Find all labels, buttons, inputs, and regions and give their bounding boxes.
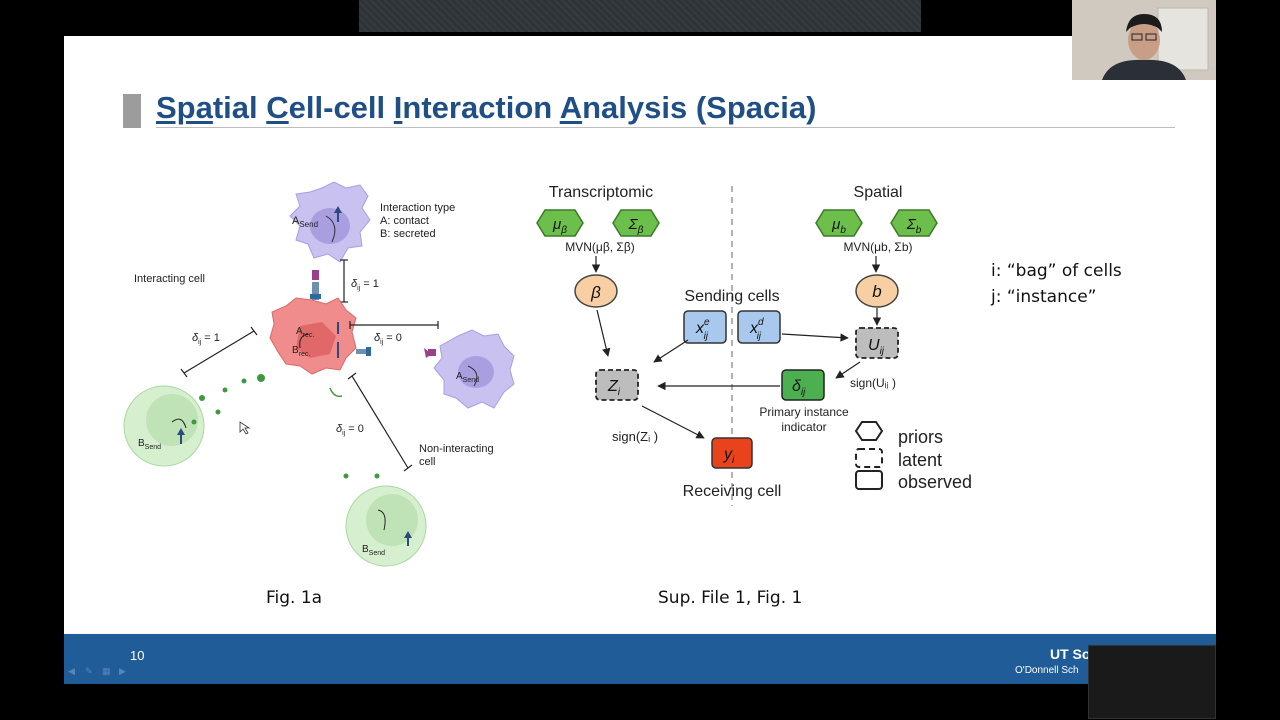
- legend-latent: latent: [898, 450, 942, 470]
- webcam-presenter: [1072, 0, 1216, 80]
- slide-title: Spatial Cell-cell Interaction Analysis (…: [156, 90, 816, 126]
- note-j: j: “instance”: [991, 287, 1097, 307]
- sign-u-label: sign(Uᵢⱼ ): [850, 376, 896, 390]
- slide-footer: 10 UT So O'Donnell Sch ◀ ✎ ▦ ▶: [64, 634, 1216, 684]
- non-interacting-label-2: cell: [419, 456, 436, 468]
- presenter-video: [1072, 0, 1216, 80]
- a-rec-label: Arec.: [296, 326, 314, 339]
- legend-latent-shape: [855, 448, 883, 468]
- node-beta: [574, 274, 618, 308]
- cell-a-send-top: [289, 181, 371, 263]
- caption-left: Fig. 1a: [266, 588, 323, 608]
- b-rec-label: Brec.: [292, 345, 310, 358]
- mouse-cursor-icon: [239, 421, 251, 435]
- mvn-beta-label: MVN(μβ, Σβ): [565, 240, 634, 254]
- sending-cells-label: Sending cells: [684, 288, 779, 305]
- title-part: C: [266, 90, 289, 125]
- a-send-right-label: ASend: [456, 371, 479, 384]
- spatial-heading: Spatial: [854, 184, 903, 201]
- node-b: [855, 274, 899, 308]
- slide: Spatial Cell-cell Interaction Analysis (…: [64, 36, 1216, 634]
- title-part: I: [393, 90, 403, 125]
- title-part: nalysis (Spacia): [582, 90, 817, 125]
- node-y-i: yi: [711, 437, 753, 469]
- screen-share-toolbar: [359, 0, 921, 32]
- caption-right: Sup. File 1, Fig. 1: [658, 588, 803, 608]
- title-part: tial: [212, 90, 267, 125]
- node-u-ij: Uij: [855, 327, 899, 359]
- page-number: 10: [130, 648, 145, 663]
- svg-text:β: β: [590, 283, 601, 302]
- primary-instance-label-1: Primary instance: [759, 405, 849, 419]
- sign-z-label: sign(Zᵢ ): [612, 429, 658, 444]
- cell-b-send-bottom: [345, 485, 427, 567]
- prior-sigma-b: Σb: [890, 209, 938, 237]
- legend-priors: priors: [898, 427, 943, 447]
- svg-text:b: b: [872, 282, 881, 301]
- interaction-type-b: B: secreted: [380, 228, 436, 240]
- delta-left: δij = 1: [192, 332, 220, 346]
- interacting-cell-label: Interacting cell: [134, 273, 205, 285]
- prior-sigma-beta: Σβ: [612, 209, 660, 237]
- a-send-top-label: ASend: [292, 215, 318, 229]
- non-interacting-label-1: Non-interacting: [419, 443, 494, 455]
- receiving-cell-label: Receiving cell: [683, 483, 782, 500]
- interaction-type-title: Interaction type: [380, 202, 455, 214]
- legend-observed: observed: [898, 472, 972, 492]
- secreted-molecules: [191, 374, 380, 501]
- title-part: nteraction: [402, 90, 560, 125]
- title-part: A: [559, 90, 583, 125]
- title-accent-bar: [123, 94, 141, 128]
- title-part: Spa: [156, 90, 213, 125]
- primary-instance-label-2: indicator: [781, 420, 826, 434]
- figure-left: ASend δij = 1 Interaction type A: contac…: [123, 181, 515, 567]
- b-send-left-label: BSend: [138, 438, 161, 451]
- figure-right: Transcriptomic Spatial μβ Σβ μb Σb MVN(μ…: [536, 184, 972, 506]
- cell-receiving-center: [269, 297, 357, 375]
- svg-text:Zi: Zi: [607, 378, 621, 398]
- footer-subtext: O'Donnell Sch: [1015, 665, 1079, 676]
- webcam-secondary: [1088, 645, 1216, 719]
- mvn-b-label: MVN(μb, Σb): [843, 240, 912, 254]
- transcriptomic-heading: Transcriptomic: [549, 184, 653, 201]
- prior-mu-b: μb: [815, 209, 863, 237]
- pen-icon[interactable]: ✎: [85, 666, 93, 676]
- next-slide-icon[interactable]: ▶: [119, 666, 126, 676]
- prior-mu-beta: μβ: [536, 209, 584, 237]
- prev-slide-icon[interactable]: ◀: [68, 666, 75, 676]
- cell-a-send-right: [433, 329, 515, 409]
- legend-prior-shape: [854, 421, 884, 441]
- footer-logo-text: UT So: [1050, 646, 1091, 662]
- interaction-type-a: A: contact: [380, 215, 429, 227]
- title-divider: [156, 127, 1175, 128]
- node-z-i: Zi: [595, 369, 639, 401]
- title-part: ell-cell: [288, 90, 394, 125]
- b-send-bottom-label: BSend: [362, 544, 385, 557]
- slideshow-nav: ◀ ✎ ▦ ▶: [68, 667, 130, 676]
- cell-b-send-left: [123, 385, 205, 467]
- slides-grid-icon[interactable]: ▦: [102, 666, 111, 676]
- node-delta-ij: δij: [781, 369, 825, 401]
- legend: priors latent observed: [854, 421, 972, 492]
- note-i: i: “bag” of cells: [991, 261, 1122, 281]
- delta-bottom: δij = 0: [336, 423, 364, 437]
- legend-observed-shape: [855, 470, 883, 490]
